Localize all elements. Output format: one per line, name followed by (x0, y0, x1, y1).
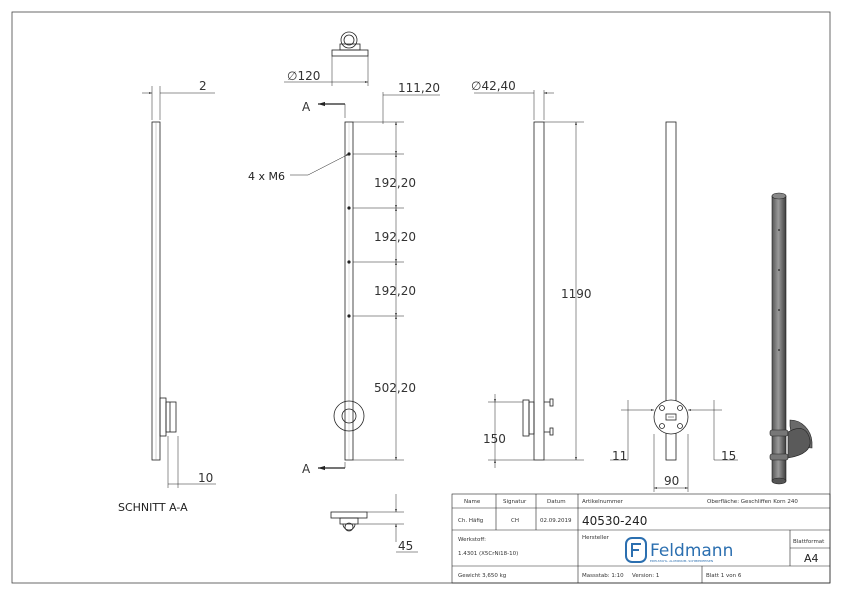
tb-article-label: Artikelnummer (582, 499, 624, 505)
dim-plate-width: 90 (664, 474, 679, 488)
tb-version: Version: 1 (632, 573, 659, 579)
dim-section-thickness: 2 (199, 79, 207, 93)
tb-material-value: 1.4301 (X5CrNi18-10) (458, 551, 518, 557)
dim-top-offset: 111,20 (398, 81, 440, 95)
dim-spacing-3: 192,20 (374, 284, 416, 298)
dim-spacing-1: 192,20 (374, 176, 416, 190)
dim-bottom-span: 502,20 (374, 381, 416, 395)
section-marker-bottom: A (302, 462, 311, 476)
section-title: SCHNITT A-A (118, 501, 188, 514)
top-plan-view (284, 31, 369, 86)
brand-tagline: EDELSTAHL- ALUMINIUM- SCHMIEDEEISEN (650, 559, 713, 563)
tb-scale: Massstab: 1:10 (582, 573, 624, 579)
tb-date-label: Datum (547, 499, 566, 505)
dim-plate-offset-left: 11 (612, 449, 627, 463)
tb-sheet-number: Blatt 1 von 6 (706, 573, 742, 579)
dim-section-bottom: 10 (198, 471, 213, 485)
dim-total-height: 1190 (561, 287, 592, 301)
tb-format-value: A4 (804, 552, 819, 565)
tb-signature-value: CH (511, 518, 519, 524)
brand-name: Feldmann (650, 541, 733, 561)
dim-plan-depth: 45 (398, 539, 413, 553)
back-view (610, 121, 738, 492)
side-view (474, 90, 584, 468)
tb-format-label: Blattformat (793, 539, 825, 545)
dim-flange-height: 150 (483, 432, 506, 446)
tb-weight: Gewicht 3,650 kg (458, 573, 506, 579)
dim-flange-diameter: ∅120 (287, 69, 320, 83)
bottom-plan-view (330, 494, 418, 553)
isometric-view (769, 192, 813, 485)
tb-surface: Oberfläche: Geschliffen Korn 240 (707, 499, 798, 505)
front-view (290, 92, 440, 471)
title-block (451, 493, 831, 584)
tb-material-label: Werkstoff: (458, 537, 486, 543)
thread-callout: 4 x M6 (248, 170, 285, 183)
dim-spacing-2: 192,20 (374, 230, 416, 244)
section-marker-top: A (302, 100, 311, 114)
dim-post-diameter: ∅42,40 (471, 79, 516, 93)
dim-plate-offset-right: 15 (721, 449, 736, 463)
tb-date-value: 02.09.2019 (540, 518, 572, 524)
tb-article-value: 40530-240 (582, 514, 647, 528)
tb-signature-label: Signatur (503, 499, 527, 505)
tb-manufacturer-label: Hersteller (582, 535, 610, 541)
tb-name-label: Name (464, 499, 481, 505)
tb-name-value: Ch. Häfig (458, 518, 483, 524)
section-view (142, 86, 216, 488)
feldmann-logo: Feldmann EDELSTAHL- ALUMINIUM- SCHMIEDEE… (625, 537, 733, 563)
sheet-border (11, 11, 831, 584)
